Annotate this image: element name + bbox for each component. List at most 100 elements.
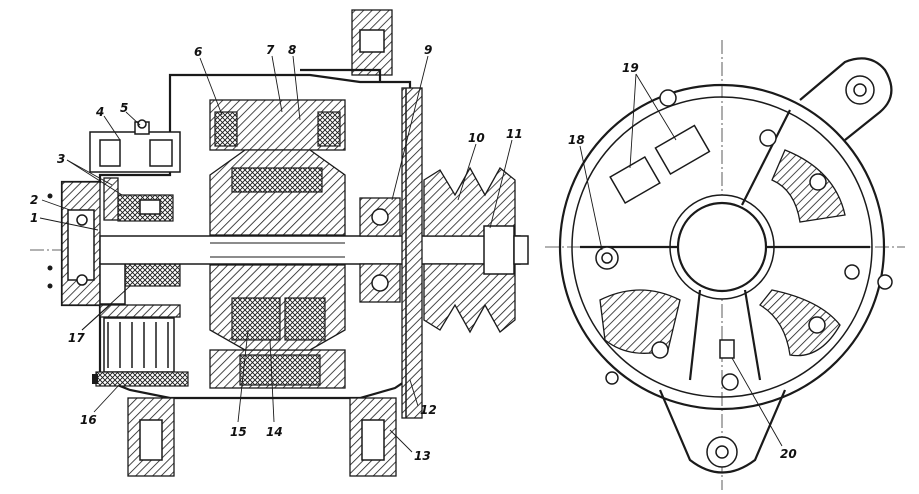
leader-19 xyxy=(629,73,637,169)
callout-1: 1 xyxy=(30,211,38,225)
callout-8: 8 xyxy=(288,43,296,57)
terminal-20 xyxy=(719,339,735,359)
ear-hole-top xyxy=(845,75,875,105)
callout-11: 11 xyxy=(506,127,523,141)
screw-head xyxy=(76,274,88,286)
pulley-lower xyxy=(423,263,516,334)
cooling-window xyxy=(599,289,681,354)
terminal-18 xyxy=(595,246,619,270)
leader-3b xyxy=(66,159,113,186)
section-view xyxy=(30,9,530,477)
leader-18 xyxy=(579,145,603,251)
center-hub xyxy=(669,194,775,300)
callout-14: 14 xyxy=(266,425,283,439)
rivet xyxy=(47,283,53,289)
callout-6: 6 xyxy=(194,45,202,59)
ear-hole-core xyxy=(715,445,729,459)
rotor-shaft xyxy=(99,235,521,265)
leader-9 xyxy=(391,55,429,201)
front-bearing-upper xyxy=(359,197,401,237)
rivet xyxy=(47,265,53,271)
bolt xyxy=(605,371,619,385)
rectifier-block xyxy=(103,317,175,373)
rib xyxy=(741,109,791,206)
field-coil-lower xyxy=(231,297,281,341)
callout-labels: 1 2 3 4 5 6 7 8 9 10 11 12 13 14 15 16 1… xyxy=(30,43,797,463)
leader-3 xyxy=(66,159,123,196)
rib xyxy=(743,289,762,381)
callout-3: 3 xyxy=(57,152,65,166)
leader-6 xyxy=(199,57,223,116)
ear-bore xyxy=(359,29,385,53)
cooling-window xyxy=(759,289,841,357)
bolt xyxy=(651,341,669,359)
brush xyxy=(139,199,161,215)
callout-16: 16 xyxy=(80,413,97,427)
leader-7 xyxy=(271,55,283,113)
slip-ring-hub xyxy=(99,261,126,305)
field-coil-upper xyxy=(231,167,323,193)
callout-12: 12 xyxy=(420,403,437,417)
brush-spring-block xyxy=(103,177,119,221)
callout-4: 4 xyxy=(95,105,104,119)
leader-20 xyxy=(731,357,783,447)
stator-winding-end xyxy=(214,111,238,147)
leader-13 xyxy=(389,429,413,453)
leader-4 xyxy=(103,115,121,141)
rivet xyxy=(47,193,53,199)
end-housing xyxy=(558,83,886,411)
ear-hole-bottom xyxy=(706,436,738,468)
leader-10 xyxy=(457,143,477,201)
leader-11 xyxy=(489,139,513,229)
leader-5 xyxy=(125,111,141,126)
terminal-18-core xyxy=(601,252,613,264)
end-regulator xyxy=(609,155,661,205)
callout-19: 19 xyxy=(622,61,639,75)
callout-5: 5 xyxy=(120,101,128,115)
bearing-ball xyxy=(371,208,389,226)
leader-15 xyxy=(237,329,249,423)
leader-16 xyxy=(93,383,121,413)
regulator-cell xyxy=(149,139,173,167)
ear-hole-core xyxy=(853,83,867,97)
end-ear-bottom xyxy=(658,389,787,474)
leader-19b xyxy=(635,73,677,141)
callout-9: 9 xyxy=(424,43,432,57)
leader-14 xyxy=(269,339,275,423)
ear-bracket xyxy=(300,68,382,82)
callout-2: 2 xyxy=(30,193,38,207)
leader-8 xyxy=(292,55,301,121)
callout-17: 17 xyxy=(68,331,85,345)
callout-15: 15 xyxy=(230,425,247,439)
leader-17b xyxy=(81,304,111,331)
tie-bolt-spring xyxy=(95,371,189,387)
slip-rings xyxy=(124,261,181,287)
lug-bore xyxy=(139,419,163,461)
leader-2 xyxy=(41,199,71,211)
end-view xyxy=(545,40,905,490)
bolt xyxy=(808,316,826,334)
shaft-end xyxy=(513,235,529,265)
bearing-ball xyxy=(371,274,389,292)
callout-20: 20 xyxy=(780,447,797,461)
callout-7: 7 xyxy=(266,43,275,57)
bolt xyxy=(809,173,827,191)
cooling-window xyxy=(771,149,846,223)
terminal-nut xyxy=(137,119,147,129)
regulator-cell xyxy=(99,139,121,167)
screw-head xyxy=(76,214,88,226)
bolt xyxy=(721,373,739,391)
field-coil-lower-b xyxy=(284,297,326,341)
leader-lines xyxy=(39,55,783,453)
cooling-fan xyxy=(401,87,423,419)
callout-13: 13 xyxy=(414,449,431,463)
lug-bore xyxy=(361,419,385,461)
stator-winding-end xyxy=(317,111,341,147)
end-housing-inner xyxy=(571,96,873,398)
leader-12 xyxy=(409,379,419,407)
end-ear-top xyxy=(799,57,893,141)
diode-plate xyxy=(99,304,181,318)
leader-1 xyxy=(39,217,99,231)
